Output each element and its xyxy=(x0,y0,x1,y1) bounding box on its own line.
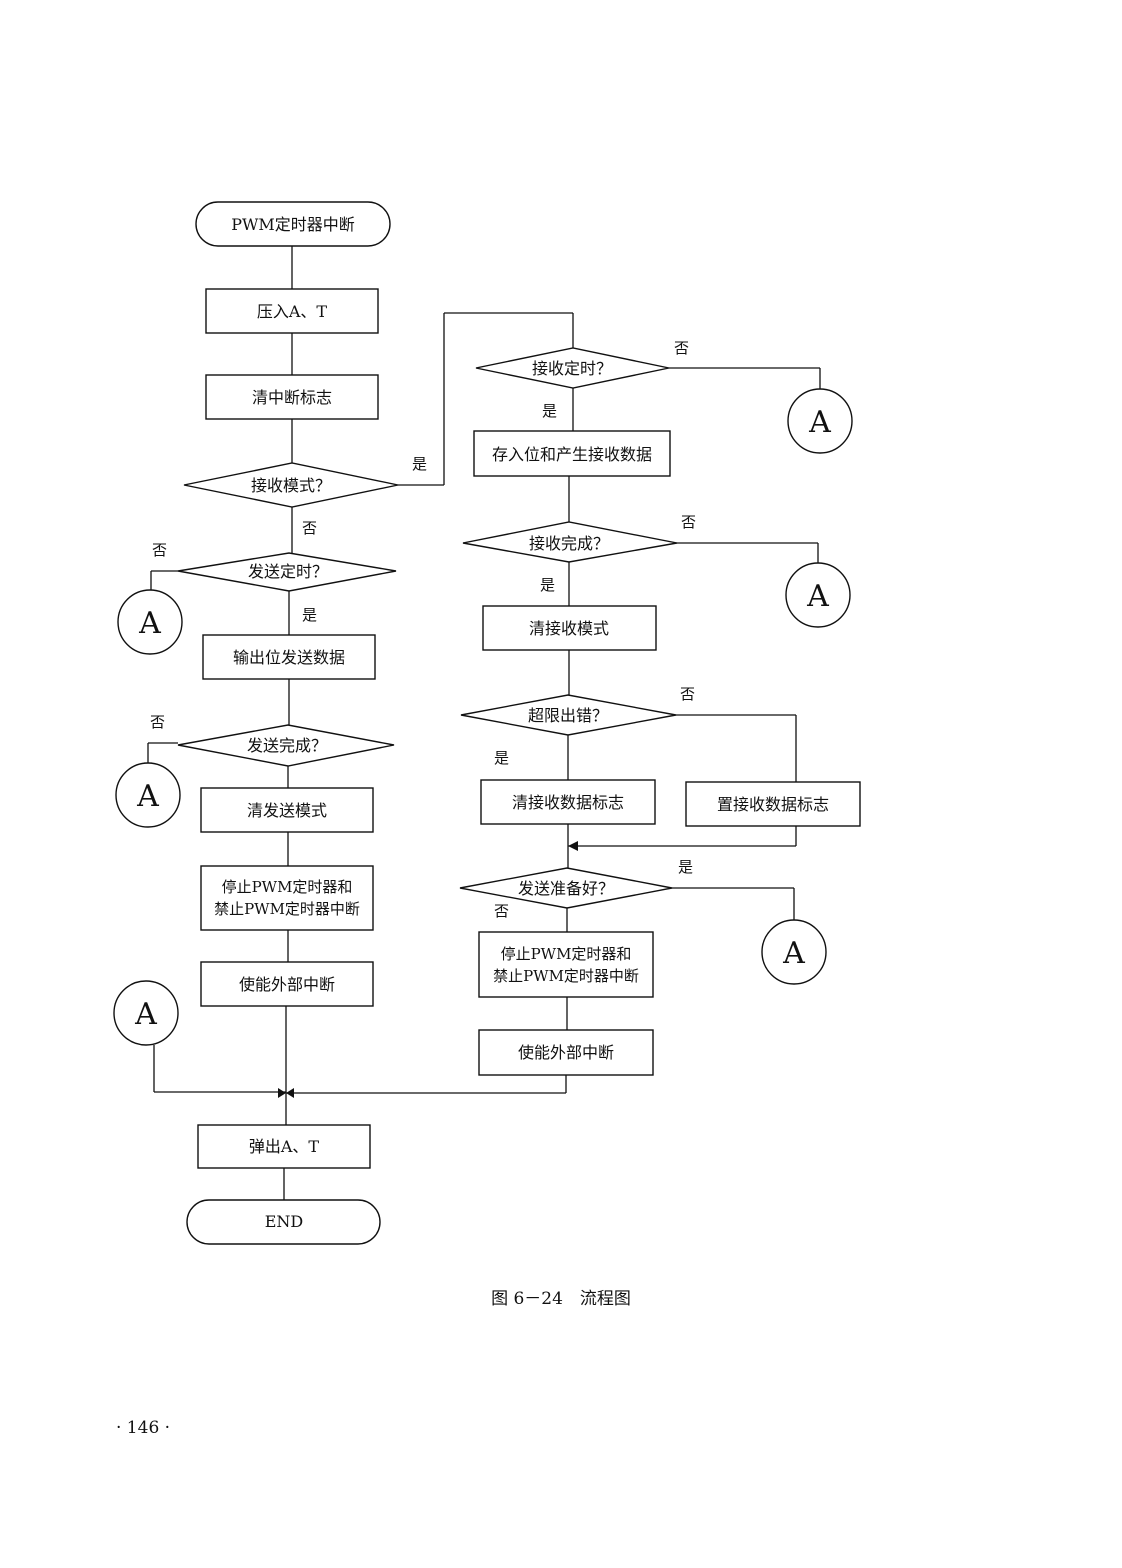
clear-send-mode-label: 清发送模式 xyxy=(247,801,327,820)
label-yes: 是 xyxy=(678,858,693,876)
label-no: 否 xyxy=(674,339,689,357)
end-label: END xyxy=(265,1212,304,1231)
send-ready-decision: 发送准备好？ xyxy=(459,867,673,909)
label-no: 否 xyxy=(152,541,167,559)
connector-a-label: A xyxy=(808,405,831,440)
connector-a-send-ready: A xyxy=(761,919,827,985)
label-yes: 是 xyxy=(542,402,557,420)
label-yes: 是 xyxy=(302,606,317,624)
overlimit-label: 超限出错？ xyxy=(528,706,608,725)
connector-a-label: A xyxy=(806,579,829,614)
label-no: 否 xyxy=(494,902,509,920)
connector-a-recv-done: A xyxy=(785,562,851,628)
clear-int-flag-label: 清中断标志 xyxy=(252,388,332,407)
push-box: 压入A、T xyxy=(205,288,379,334)
store-bit-label: 存入位和产生接收数据 xyxy=(492,445,652,464)
arrowheads xyxy=(278,841,578,1098)
recv-timing-decision: 接收定时？ xyxy=(475,347,670,389)
recv-done-decision: 接收完成？ xyxy=(462,521,678,563)
label-yes: 是 xyxy=(412,455,427,473)
enable-ext-right-box: 使能外部中断 xyxy=(478,1029,654,1076)
send-timing-label: 发送定时？ xyxy=(248,562,328,581)
end-terminal: END xyxy=(186,1199,381,1245)
overlimit-decision: 超限出错？ xyxy=(460,694,677,736)
stop-pwm-right-line2: 禁止PWM定时器中断 xyxy=(493,967,639,985)
label-no: 否 xyxy=(681,513,696,531)
connector-a-merge: A xyxy=(113,980,179,1046)
connector-a-label: A xyxy=(782,936,805,971)
store-bit-box: 存入位和产生接收数据 xyxy=(473,430,671,477)
enable-ext-left-box: 使能外部中断 xyxy=(200,961,374,1007)
push-label: 压入A、T xyxy=(257,302,328,321)
flow-lines xyxy=(147,246,821,1200)
page-number: · 146 · xyxy=(116,1418,171,1438)
clear-recv-mode-label: 清接收模式 xyxy=(529,619,609,638)
clear-int-flag-box: 清中断标志 xyxy=(205,374,379,420)
clear-recv-flag-box: 清接收数据标志 xyxy=(480,779,656,825)
connector-a-recv-timing: A xyxy=(787,388,853,454)
clear-recv-flag-label: 清接收数据标志 xyxy=(512,793,624,812)
clear-recv-mode-box: 清接收模式 xyxy=(482,605,657,651)
pop-box: 弹出A、T xyxy=(197,1124,371,1169)
recv-timing-label: 接收定时？ xyxy=(532,359,612,378)
send-done-label: 发送完成？ xyxy=(247,736,327,755)
connector-a-send-timing: A xyxy=(117,589,183,655)
output-bit-box: 输出位发送数据 xyxy=(202,634,376,680)
enable-ext-right-label: 使能外部中断 xyxy=(518,1043,614,1062)
figure-caption: 图 6－24 流程图 xyxy=(491,1289,631,1309)
stop-pwm-left-line1: 停止PWM定时器和 xyxy=(222,878,353,896)
stop-pwm-left-box: 停止PWM定时器和 禁止PWM定时器中断 xyxy=(200,865,374,931)
stop-pwm-left-line2: 禁止PWM定时器中断 xyxy=(214,900,360,918)
stop-pwm-right-box: 停止PWM定时器和 禁止PWM定时器中断 xyxy=(478,931,654,998)
send-done-decision: 发送完成？ xyxy=(177,724,395,767)
connector-a-label: A xyxy=(134,997,157,1032)
label-no: 否 xyxy=(302,519,317,537)
set-recv-flag-label: 置接收数据标志 xyxy=(717,795,829,814)
label-no: 否 xyxy=(680,685,695,703)
output-bit-label: 输出位发送数据 xyxy=(233,648,345,667)
connector-a-label: A xyxy=(138,606,161,641)
start-label: PWM定时器中断 xyxy=(231,215,355,234)
start-terminal: PWM定时器中断 xyxy=(195,201,391,247)
set-recv-flag-box: 置接收数据标志 xyxy=(685,781,861,827)
enable-ext-left-label: 使能外部中断 xyxy=(239,975,335,994)
recv-done-label: 接收完成？ xyxy=(529,534,609,553)
connector-a-label: A xyxy=(136,779,159,814)
branch-labels: 是 否 否 是 否 否 是 否 是 否 是 是 否 xyxy=(150,339,696,920)
label-yes: 是 xyxy=(540,576,555,594)
send-ready-label: 发送准备好？ xyxy=(518,879,614,898)
label-no: 否 xyxy=(150,713,165,731)
clear-send-mode-box: 清发送模式 xyxy=(200,787,374,833)
pop-label: 弹出A、T xyxy=(249,1137,320,1156)
stop-pwm-right-line1: 停止PWM定时器和 xyxy=(501,945,632,963)
label-yes: 是 xyxy=(494,749,509,767)
send-timing-decision: 发送定时？ xyxy=(177,552,397,592)
receive-mode-label: 接收模式？ xyxy=(251,476,331,495)
connector-a-send-done: A xyxy=(115,762,181,828)
receive-mode-decision: 接收模式？ xyxy=(183,462,399,508)
